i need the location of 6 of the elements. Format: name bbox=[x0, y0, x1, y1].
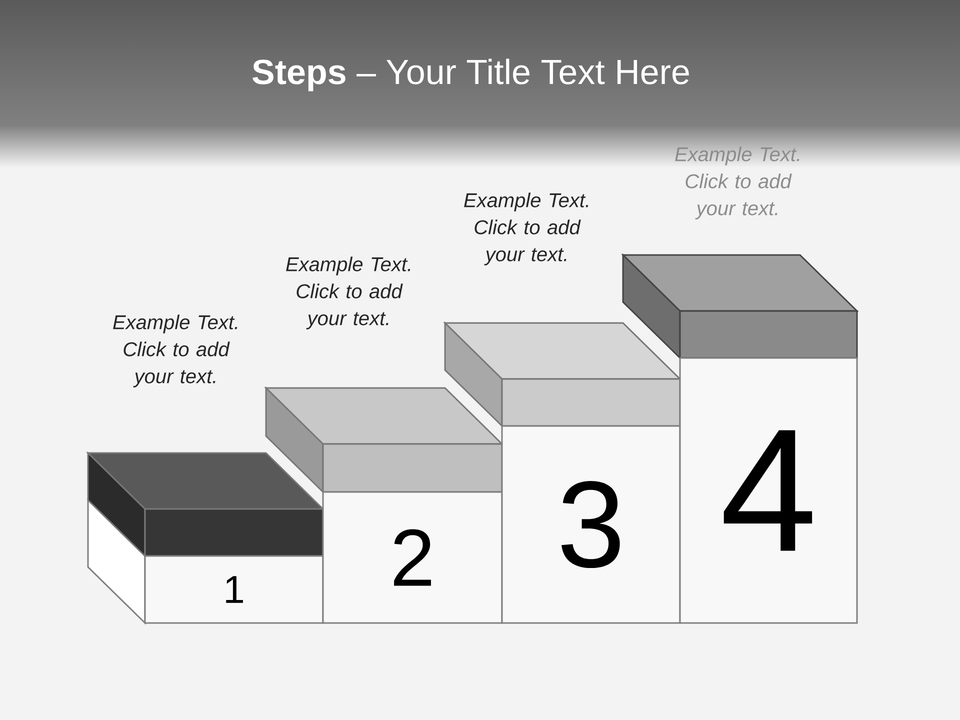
title: Steps – Your Title Text Here bbox=[252, 58, 689, 92]
caption-text: Example Text. Click to add your text. bbox=[113, 314, 238, 388]
caption-text: Example Text. Click to add your text. bbox=[675, 146, 800, 220]
caption-text: Example Text. Click to add your text. bbox=[464, 192, 588, 266]
caption-text: Example Text. Click to add your text. bbox=[286, 256, 410, 330]
node-label: 1 bbox=[226, 576, 243, 603]
